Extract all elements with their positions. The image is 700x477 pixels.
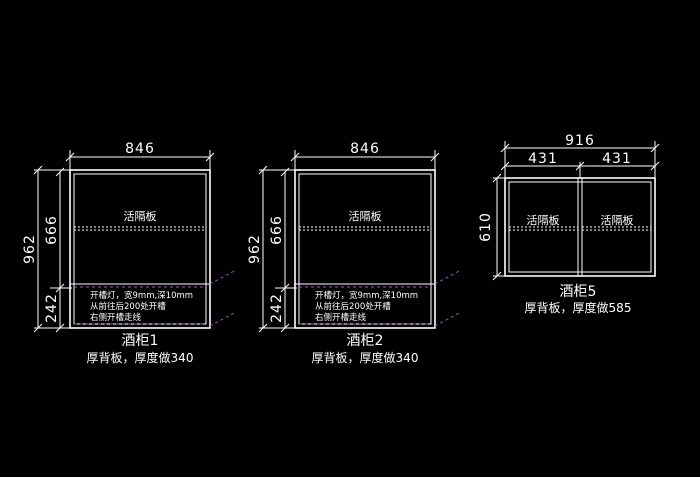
cabinet-1-width-dimension: 846	[65, 141, 215, 170]
cabinet-1-height-dimension: 962 666 242	[22, 165, 72, 333]
cabinet-5-body	[504, 177, 656, 277]
cabinet-5-shelf-label-right: 活隔板	[601, 213, 634, 227]
cabinet-2-lower-value: 242	[269, 293, 285, 323]
cabinet-2-name: 酒柜2	[347, 333, 384, 349]
cabinet-1-note-1: 开槽灯，宽9mm,深10mm	[90, 290, 193, 301]
cabinet-5-width-value: 916	[565, 133, 595, 149]
cabinet-5-width-dimension: 916 431 431	[500, 133, 660, 178]
cabinet-1-drawing: 846 962 666 242	[22, 141, 237, 365]
cabinet-2-width-dimension: 846	[290, 141, 440, 170]
cabinet-1-note-3: 右侧开槽走线	[90, 312, 142, 323]
cabinet-2-shelf-label: 活隔板	[349, 209, 382, 223]
cabinet-2-note-3: 右侧开槽走线	[315, 312, 367, 323]
cabinet-5-height-value: 610	[478, 212, 494, 242]
cabinet-2-note-2: 从前往后200处开槽	[315, 301, 391, 312]
cabinet-1-shelf-label: 活隔板	[124, 209, 157, 223]
cabinet-1-name: 酒柜1	[122, 333, 159, 349]
cabinet-1-lower-value: 242	[44, 293, 60, 323]
cabinet-2-width-value: 846	[350, 141, 380, 157]
cabinet-5-left-width-value: 431	[528, 151, 558, 167]
cabinet-1-width-value: 846	[125, 141, 155, 157]
cabinet-1-note-2: 从前往后200处开槽	[90, 301, 166, 312]
cabinet-5-description: 厚背板，厚度做585	[525, 300, 632, 315]
cabinet-2-note-1: 开槽灯，宽9mm,深10mm	[315, 290, 418, 301]
cabinet-2-body	[294, 169, 462, 329]
cabinet-1-upper-value: 666	[44, 215, 60, 245]
cabinet-1-body	[69, 169, 237, 329]
cabinet-5-shelf-label-left: 活隔板	[527, 213, 560, 227]
cabinet-2-upper-value: 666	[269, 215, 285, 245]
cabinet-1-height-value: 962	[22, 234, 38, 264]
cabinet-2-height-value: 962	[247, 234, 263, 264]
cabinet-5-drawing: 916 431 431 610 活隔板 活隔板	[478, 133, 660, 315]
cabinet-1-description: 厚背板，厚度做340	[87, 350, 194, 365]
cabinet-2-description: 厚背板，厚度做340	[312, 350, 419, 365]
cabinet-5-height-dimension: 610	[478, 173, 505, 281]
cabinet-5-right-width-value: 431	[602, 151, 632, 167]
cabinet-2-drawing: 846 962 666 242	[247, 141, 462, 365]
cabinet-5-name: 酒柜5	[560, 284, 597, 300]
cabinet-2-height-dimension: 962 666 242	[247, 165, 297, 333]
